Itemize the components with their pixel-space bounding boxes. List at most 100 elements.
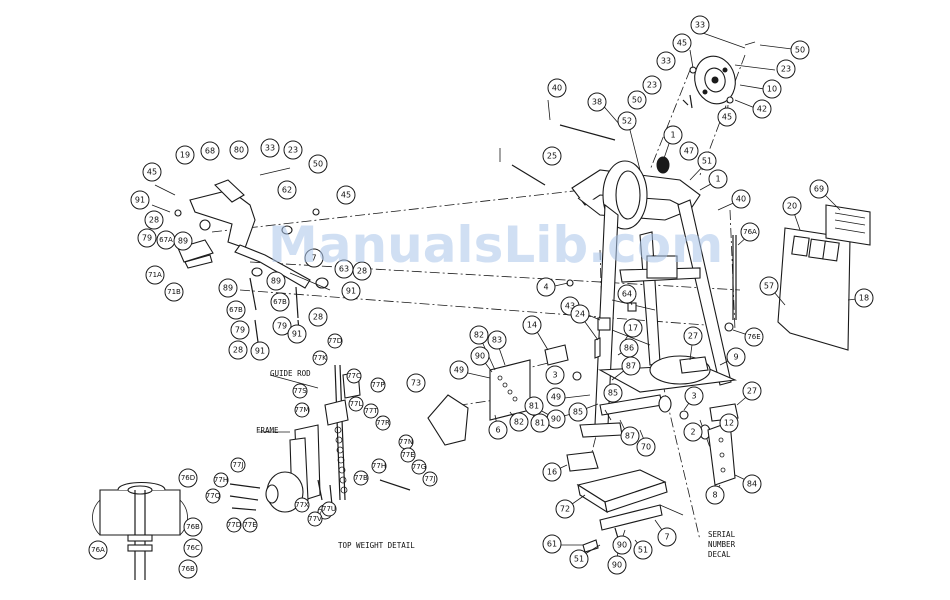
callout-72: 72 [555, 499, 575, 519]
callout-label: 77M [295, 406, 310, 414]
callout-7: 7 [657, 527, 677, 547]
arm-assembly [151, 167, 331, 343]
callout-circle [341, 281, 361, 301]
callout-label: 18 [859, 294, 869, 303]
callout-circle [411, 459, 427, 475]
callout-label: 47 [684, 147, 694, 156]
callout-circle [522, 315, 542, 335]
callout-circle [690, 15, 710, 35]
callout-circle [205, 488, 221, 504]
callout-57: 57 [759, 276, 779, 296]
callout-14: 14 [522, 315, 542, 335]
callout-circle [173, 231, 193, 251]
callout-circle [375, 415, 391, 431]
callout-circle [697, 151, 717, 171]
callout-circle [705, 485, 725, 505]
callout-79: 79 [230, 320, 250, 340]
callout-77b: 77B [353, 470, 369, 486]
callout-label: 9 [733, 353, 738, 362]
callout-label: 20 [787, 202, 797, 211]
callout-50: 50 [308, 154, 328, 174]
callout-76a: 76A [740, 222, 760, 242]
callout-label: 85 [573, 408, 583, 417]
callout-label: 28 [313, 313, 323, 322]
callout-label: 77U [322, 505, 336, 513]
callout-77g: 77G [411, 459, 427, 475]
callout-label: 14 [527, 321, 537, 330]
callout-circle [449, 360, 469, 380]
callout-label: 23 [647, 81, 657, 90]
shroud-panel [724, 204, 871, 351]
callout-51: 51 [633, 540, 653, 560]
callout-circle [346, 368, 362, 384]
callout-label: 62 [282, 186, 292, 195]
callout-90: 90 [607, 555, 627, 575]
callout-label: 50 [632, 96, 642, 105]
callout-circle [283, 140, 303, 160]
callout-circle [270, 292, 290, 312]
callout-circle [623, 318, 643, 338]
callout-90: 90 [612, 535, 632, 555]
callout-45: 45 [672, 33, 692, 53]
callout-circle [679, 141, 699, 161]
callout-1: 1 [708, 169, 728, 189]
callout-67b: 67B [226, 300, 246, 320]
callout-circle [740, 222, 760, 242]
callout-77e: 77E [400, 447, 416, 463]
callout-label: 84 [747, 480, 757, 489]
callout-label: 77K [313, 354, 327, 362]
callout-circle [546, 387, 566, 407]
callout-42: 42 [752, 99, 772, 119]
callout-label: 83 [492, 336, 502, 345]
callout-28: 28 [228, 340, 248, 360]
callout-label: 28 [233, 346, 243, 355]
callout-69: 69 [809, 179, 829, 199]
callout-label: 71B [167, 288, 181, 296]
callout-label: 23 [781, 65, 791, 74]
callout-circle [656, 51, 676, 71]
callout-77d: 77D [226, 517, 242, 533]
callout-67a: 67A [156, 230, 176, 250]
carriage-parts [427, 279, 739, 553]
callout-23: 23 [776, 59, 796, 79]
callout-label: 91 [292, 330, 302, 339]
chain [334, 426, 348, 494]
callout-label: 45 [722, 113, 732, 122]
callout-label: 76E [747, 333, 760, 341]
callout-label: 77S [293, 387, 307, 395]
callout-label: 77X [295, 501, 309, 509]
note-guide-rod: GUIDE ROD [270, 369, 311, 378]
callout-40: 40 [731, 189, 751, 209]
callout-77p: 77P [370, 377, 386, 393]
callout-label: 67B [273, 298, 287, 306]
callout-77q: 77Q [205, 488, 221, 504]
callout-circle [536, 277, 556, 297]
callout-circle [145, 265, 165, 285]
callout-89: 89 [173, 231, 193, 251]
callout-circle [327, 333, 343, 349]
callout-68: 68 [200, 141, 220, 161]
callout-circle [352, 261, 372, 281]
callout-label: 81 [535, 419, 545, 428]
callout-label: 27 [688, 332, 698, 341]
callout-circle [308, 307, 328, 327]
callout-circle [164, 282, 184, 302]
callout-24: 24 [570, 304, 590, 324]
callout-circle [603, 383, 623, 403]
callout-label: 27 [747, 387, 757, 396]
callout-circle [487, 330, 507, 350]
callout-circle [294, 497, 310, 513]
callout-label: 2 [690, 428, 695, 437]
callout-circle [307, 511, 323, 527]
callout-circle [742, 474, 762, 494]
callout-2: 2 [683, 422, 703, 442]
callout-circle [229, 140, 249, 160]
callout-84: 84 [742, 474, 762, 494]
callout-label: 68 [205, 147, 215, 156]
callout-52: 52 [617, 111, 637, 131]
callout-50: 50 [790, 40, 810, 60]
callout-label: 90 [551, 415, 561, 424]
callout-circle [242, 517, 258, 533]
